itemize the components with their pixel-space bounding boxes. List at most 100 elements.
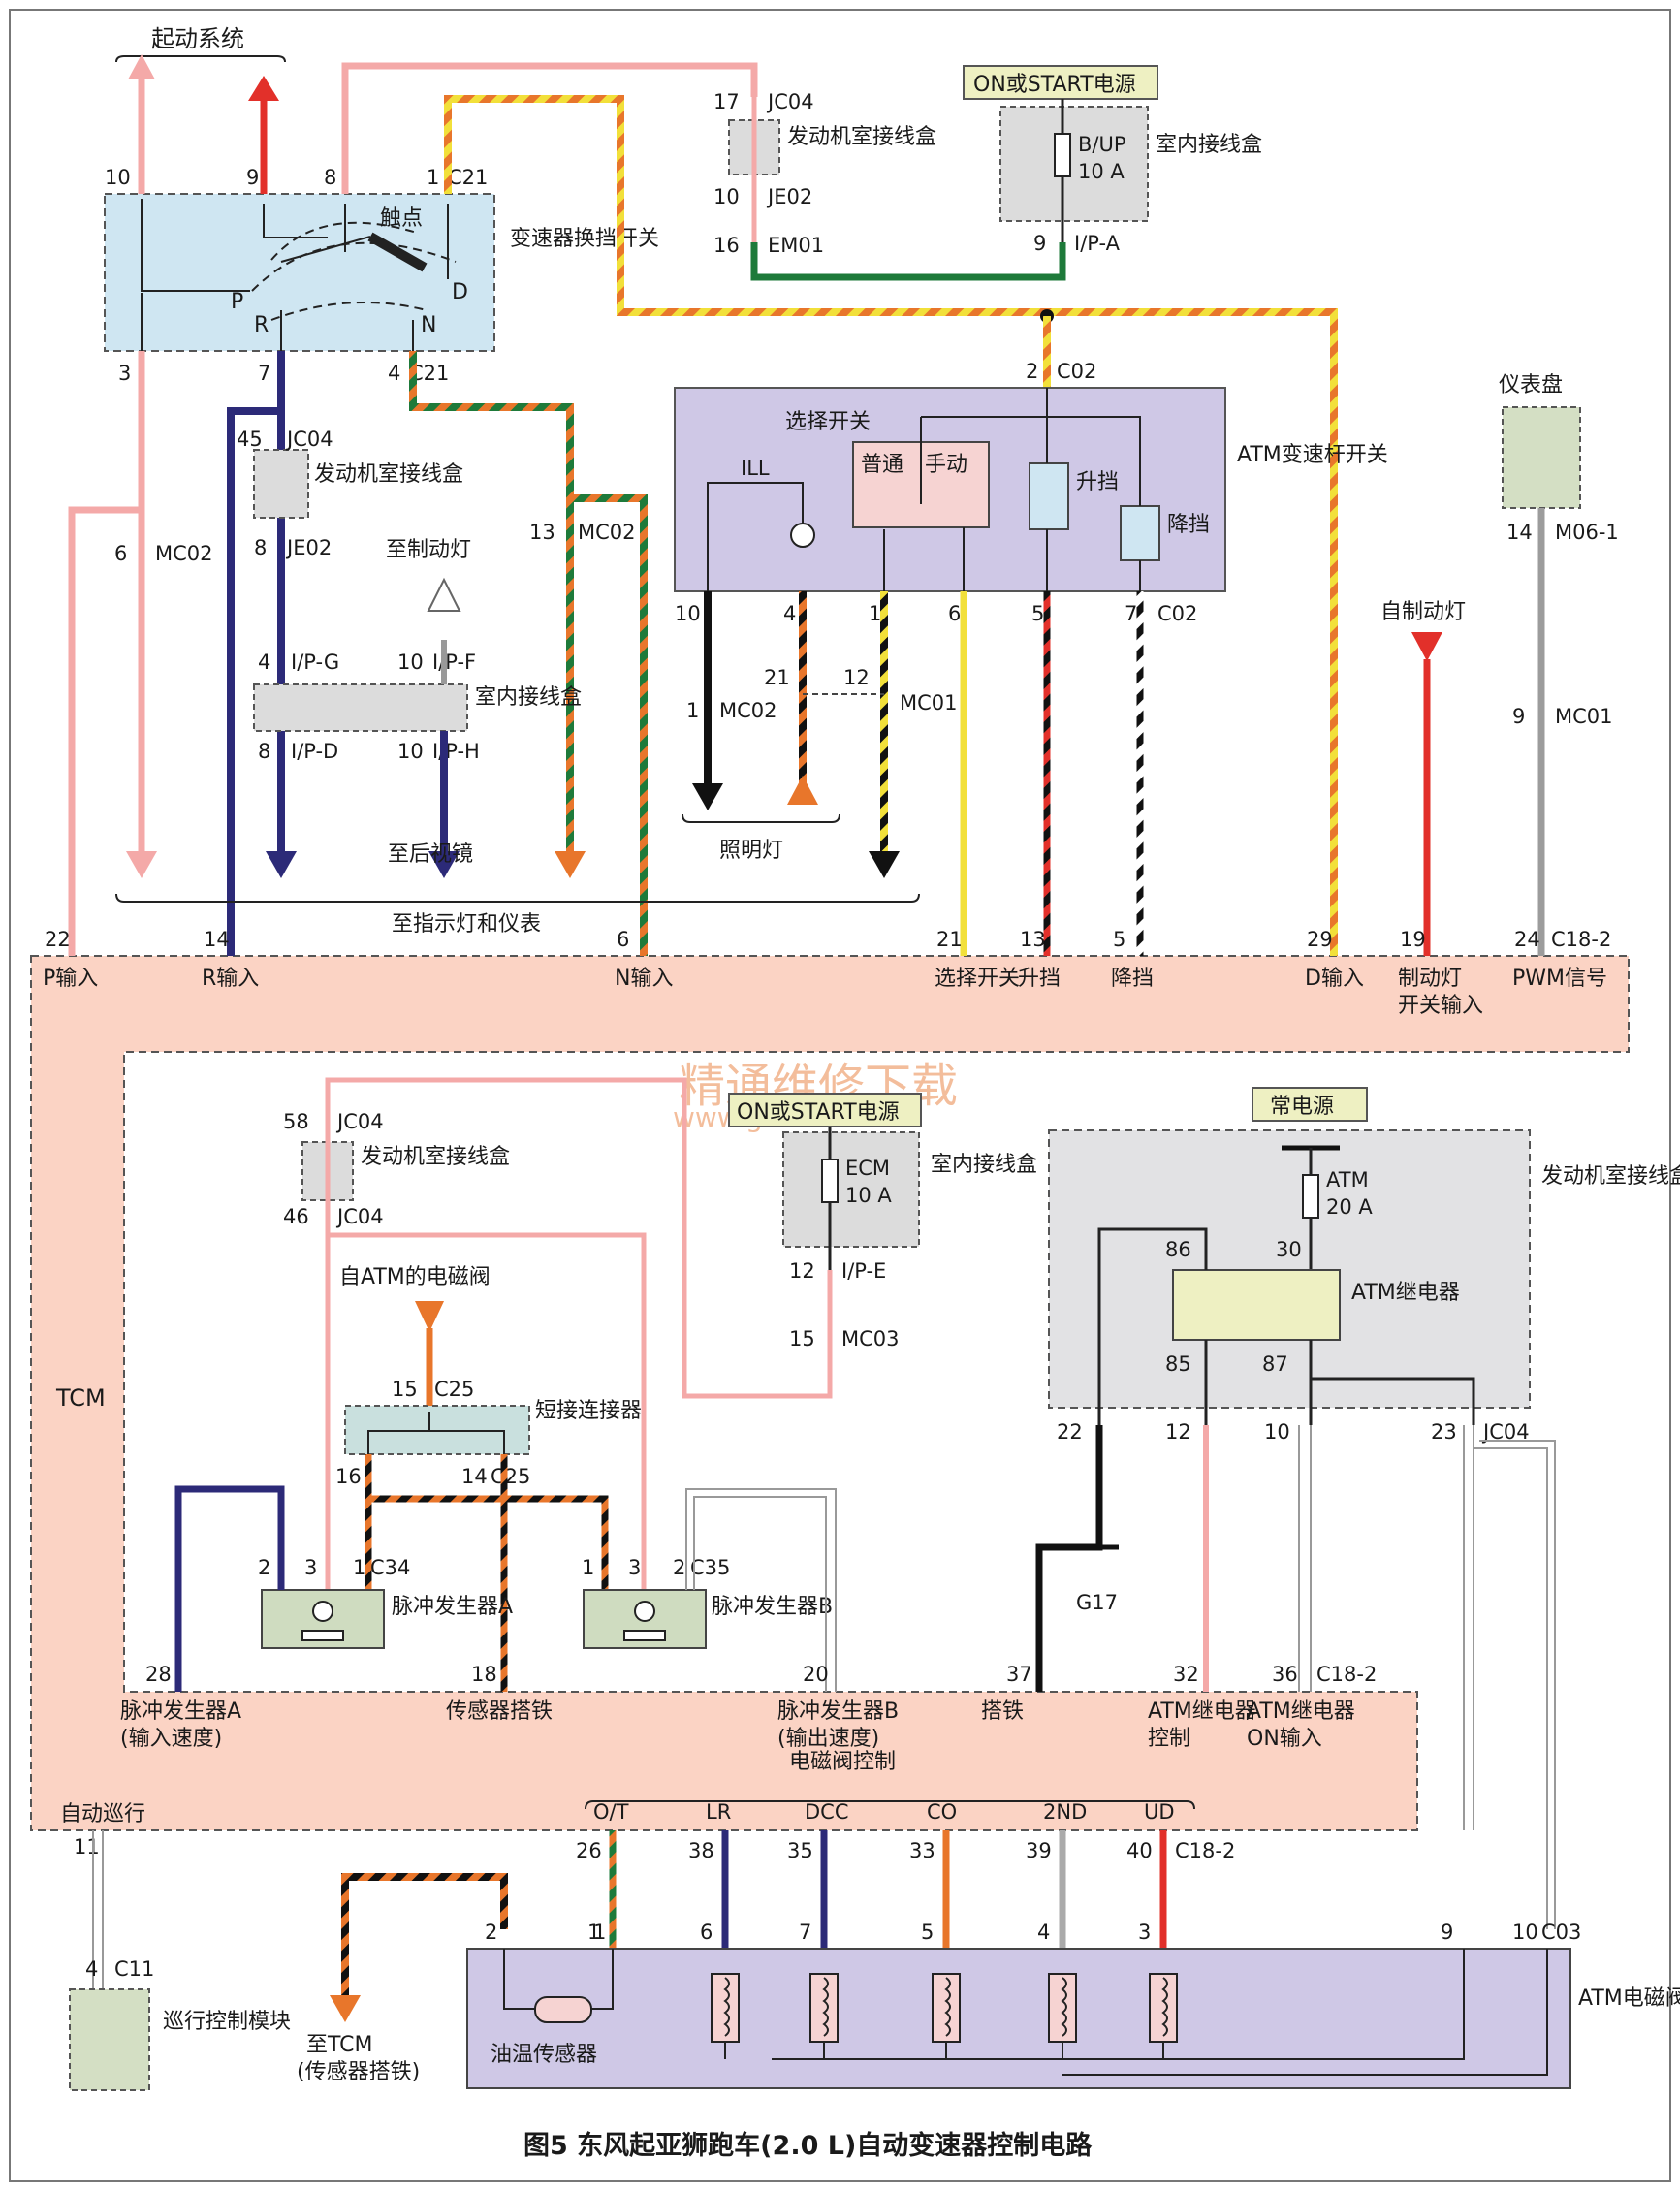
solenoid-pin: 5 [921, 1921, 934, 1944]
svg-text:MC02: MC02 [719, 699, 777, 722]
interior-box-2 [999, 106, 1149, 222]
svg-text:10: 10 [397, 740, 424, 763]
auto-cruise-label: 自动巡行 [60, 1802, 145, 1826]
solenoid-pin: 1 [587, 1921, 600, 1944]
svg-text:10: 10 [105, 166, 131, 189]
to-tcm-sub: (传感器搭铁) [297, 2060, 420, 2084]
svg-text:手动: 手动 [925, 453, 967, 477]
svg-text:JE02: JE02 [285, 536, 332, 559]
svg-text:87: 87 [1262, 1352, 1288, 1376]
interior-box-3 [782, 1131, 920, 1248]
svg-text:14: 14 [461, 1465, 488, 1488]
solenoid-tcm-pin: 40 [1126, 1839, 1153, 1862]
pos-p: P [231, 290, 243, 314]
c18-2-label: C18-2 [1175, 1839, 1235, 1862]
svg-text:23: 23 [1431, 1420, 1457, 1444]
tcm-top-pin: 29 [1307, 928, 1333, 951]
tcm-top-input-label: P输入 [43, 967, 98, 991]
solenoid-output-label: DCC [805, 1800, 849, 1824]
solenoid-coil [1048, 1973, 1077, 2043]
svg-text:EM01: EM01 [768, 234, 824, 257]
svg-text:发动机室接线盒: 发动机室接线盒 [1541, 1164, 1680, 1189]
svg-text:5: 5 [1031, 602, 1044, 625]
svg-text:15: 15 [392, 1378, 418, 1401]
svg-text:室内接线盒: 室内接线盒 [931, 1153, 1037, 1177]
tcm-bottom-label: 脉冲发生器A [120, 1699, 241, 1724]
c18-2-label: C18-2 [1316, 1663, 1377, 1686]
svg-text:20 A: 20 A [1326, 1195, 1373, 1219]
svg-text:2: 2 [258, 1556, 270, 1579]
svg-text:巡行控制模块: 巡行控制模块 [163, 2010, 291, 2034]
tcm-top-input-label: PWM信号 [1512, 967, 1607, 991]
svg-text:JE02: JE02 [766, 185, 812, 208]
svg-text:17: 17 [713, 90, 740, 113]
svg-text:4: 4 [388, 362, 400, 385]
svg-text:8: 8 [258, 740, 270, 763]
svg-text:I/P-A: I/P-A [1074, 232, 1121, 255]
tcm-top-input-label: R输入 [202, 967, 259, 991]
switch-top-pins: 10 9 8 1 C21 [105, 166, 488, 189]
svg-text:C03: C03 [1541, 1921, 1581, 1944]
svg-text:I/P-G: I/P-G [291, 651, 339, 674]
instrument-panel [1502, 406, 1581, 509]
svg-text:C21: C21 [448, 166, 488, 189]
svg-text:9: 9 [1033, 232, 1046, 255]
atm-lever-label: ATM变速杆开关 [1237, 443, 1388, 467]
tcm-top-pin: 13 [1020, 928, 1046, 951]
svg-text:10: 10 [1264, 1420, 1290, 1444]
svg-text:1: 1 [582, 1556, 594, 1579]
tcm-bottom-pin: 36 [1272, 1663, 1298, 1686]
cruise-control-module [69, 1988, 150, 2091]
tcm-top-pin: 19 [1400, 928, 1426, 951]
c18-2-label: C18-2 [1551, 928, 1611, 951]
svg-text:1: 1 [427, 166, 439, 189]
solenoid-tcm-pin: 33 [909, 1839, 935, 1862]
tcm-top-input-label-2: 开关输入 [1398, 994, 1483, 1018]
contact-label: 触点 [380, 206, 423, 231]
tcm-top-pin: 24 [1514, 928, 1540, 951]
svg-text:4: 4 [783, 602, 796, 625]
solenoid-pin: 6 [700, 1921, 713, 1944]
switch-internal-lines [141, 199, 449, 351]
tcm-top-pin: 5 [1113, 928, 1125, 951]
svg-text:10: 10 [397, 651, 424, 674]
svg-text:7: 7 [1125, 602, 1137, 625]
lever-bottom-pins: 10 4 1 6 5 7 C02 [675, 602, 1197, 625]
solenoid-output-label: 2ND [1043, 1800, 1087, 1824]
solenoid-tcm-pin: 39 [1026, 1839, 1052, 1862]
shift-switch [104, 193, 495, 352]
pos-n: N [421, 313, 436, 337]
to-brake-light: 至制动灯 [386, 538, 471, 562]
solenoid-output-label: CO [927, 1800, 957, 1824]
svg-text:8: 8 [324, 166, 336, 189]
svg-text:ILL: ILL [741, 457, 770, 480]
start-system-label: 起动系统 [151, 25, 244, 52]
atm-solenoid-label: ATM电磁阀 [1578, 1986, 1680, 2011]
shift-switch-label: 变速器换挡开关 [510, 227, 659, 251]
tcm-top-input-label: 降挡 [1111, 967, 1154, 991]
svg-text:短接连接器: 短接连接器 [535, 1399, 642, 1423]
svg-text:ON或START电源: ON或START电源 [973, 73, 1136, 97]
svg-text:10: 10 [713, 185, 740, 208]
svg-text:11: 11 [74, 1835, 100, 1858]
tcm-bottom-pin: 32 [1173, 1663, 1199, 1686]
tcm-label: TCM [55, 1384, 106, 1412]
atm-solenoid [466, 1948, 1571, 2089]
svg-text:脉冲发生器B: 脉冲发生器B [712, 1595, 833, 1619]
svg-text:3: 3 [118, 362, 131, 385]
instrument-panel-label: 仪表盘 [1499, 373, 1563, 397]
engine-box-1 [253, 449, 309, 519]
svg-text:12: 12 [843, 666, 870, 689]
solenoid-output-label: UD [1144, 1800, 1175, 1824]
solenoid-coil [809, 1973, 839, 2043]
on-start-power-box [963, 65, 1158, 100]
from-solenoid: 自ATM的电磁阀 [339, 1265, 491, 1289]
svg-text:9: 9 [1512, 705, 1525, 728]
tcm-bottom-label: ATM继电器 [1247, 1699, 1355, 1724]
svg-text:15: 15 [789, 1327, 815, 1350]
svg-text:I/P-D: I/P-D [291, 740, 338, 763]
svg-text:7: 7 [258, 362, 270, 385]
svg-text:发动机室接线盒: 发动机室接线盒 [361, 1145, 510, 1169]
svg-text:9: 9 [1441, 1921, 1453, 1944]
